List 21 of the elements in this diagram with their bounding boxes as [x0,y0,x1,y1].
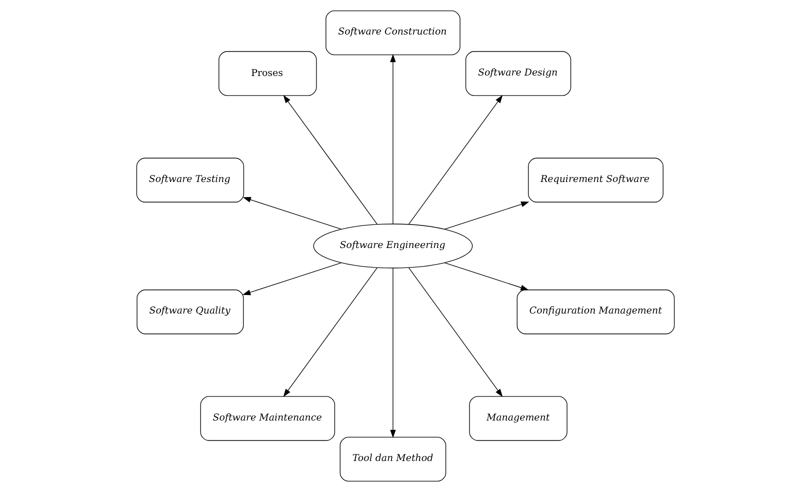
node-box: Proses [218,51,317,96]
node-box: Configuration Management [516,290,675,334]
node-box: Software Testing [136,158,244,202]
node-box: Software Quality [136,290,244,334]
node-box: Software Maintenance [200,396,336,441]
arrow [283,267,378,398]
arrow [444,202,530,230]
arrow [242,262,342,296]
arrow [408,267,503,398]
node-ellipse: Software Engineering [313,224,473,268]
arrow [390,268,396,438]
node-box: Requirement Software [528,158,664,202]
node-box: Software Construction [326,10,460,56]
arrow [408,94,503,225]
arrow [283,94,378,225]
arrow [390,54,396,224]
node-box: Software Design [465,51,572,96]
arrow [444,262,529,290]
node-box: Management [469,396,568,441]
node-box: Tool dan Method [340,436,446,482]
arrow [242,197,342,230]
